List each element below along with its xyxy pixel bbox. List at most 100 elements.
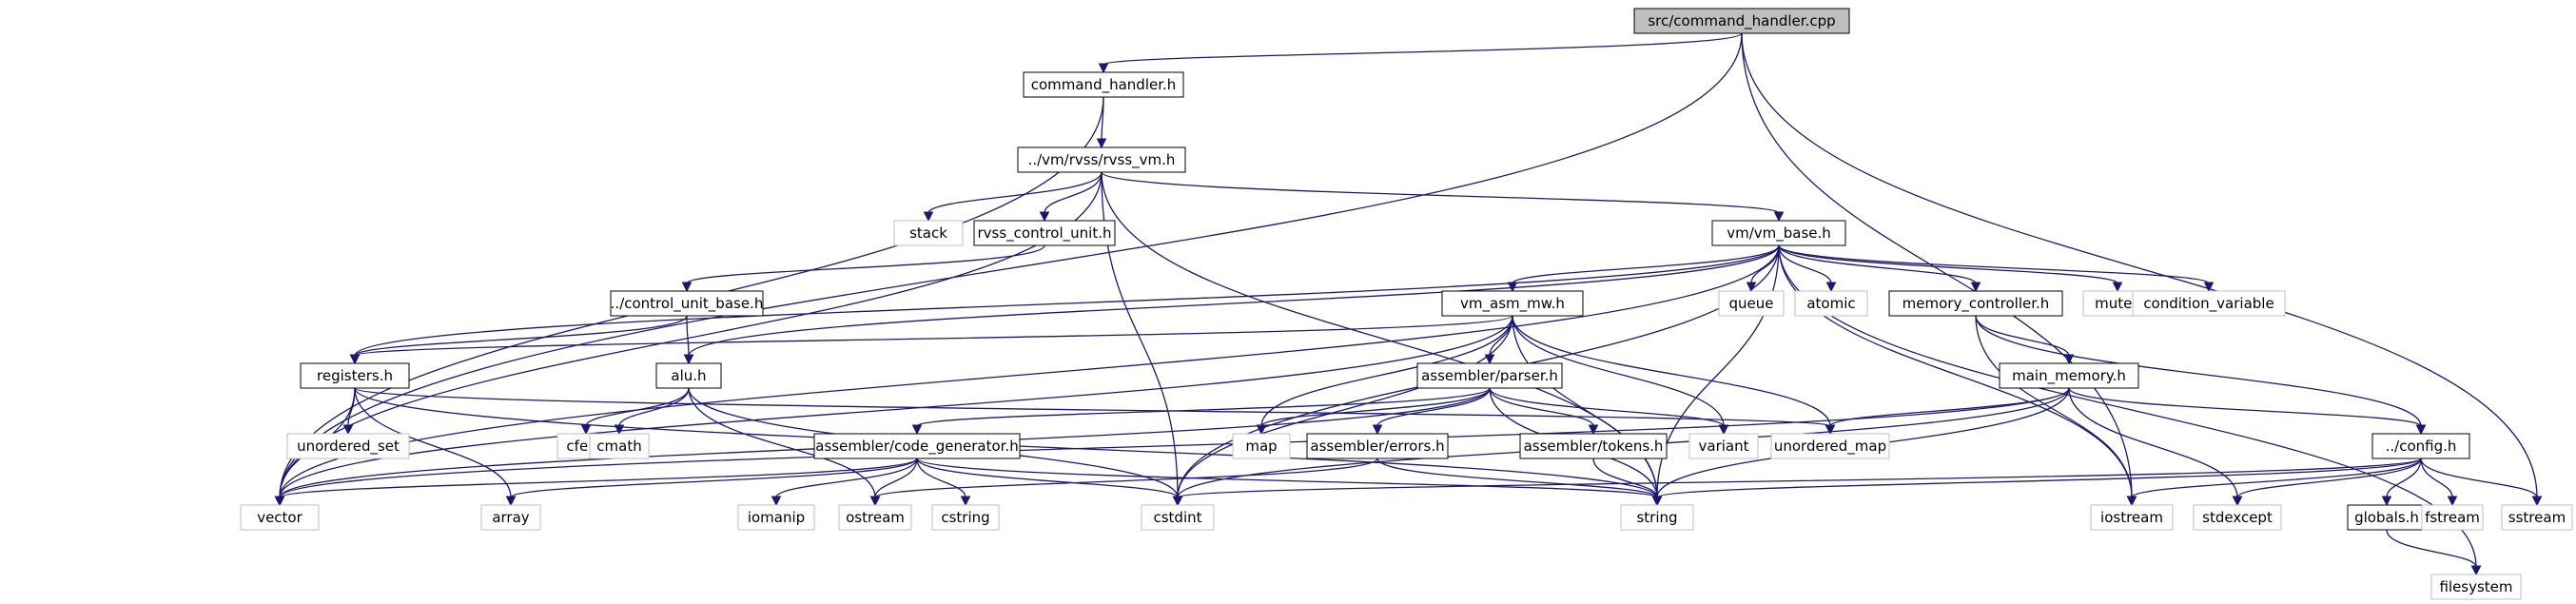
edge-line [1512, 315, 1831, 427]
node-fstream: fstream [2421, 504, 2484, 531]
node-memory-controller-h[interactable]: memory_controller.h [1888, 290, 2063, 317]
edge-mainmem-to-umap [1825, 387, 2070, 436]
node-registers-h[interactable]: registers.h [300, 362, 410, 389]
node-label: array [492, 509, 529, 526]
edge-line [2068, 387, 2422, 427]
node-label: unordered_set [297, 438, 400, 456]
node-label: atomic [1806, 295, 1855, 312]
edge-arrowhead [2415, 424, 2427, 436]
edge-line [510, 458, 918, 498]
node-label: sstream [2508, 509, 2566, 526]
node-box [1770, 433, 1890, 459]
edge-line [2386, 529, 2477, 568]
edge-line [354, 387, 512, 498]
edge-mainmem-to-stdexcept [2068, 387, 2243, 507]
node-vm-asm-mw-h[interactable]: vm_asm_mw.h [1441, 290, 1584, 317]
edge-line [1975, 315, 2070, 357]
edge-arrowhead [1718, 424, 1729, 436]
edge-arrowhead [1746, 282, 1757, 293]
edge-arrowhead [614, 424, 625, 436]
node-box [838, 504, 912, 531]
edge-line [354, 315, 1513, 357]
node-box [1023, 71, 1184, 98]
node-main-memory-h[interactable]: main_memory.h [1999, 362, 2139, 389]
edge-alu-to-cfenv [580, 387, 690, 436]
node-box [1232, 433, 1291, 459]
node-box [1620, 504, 1694, 531]
edge-line [927, 171, 1103, 214]
node-stack: stack [893, 220, 964, 246]
edge-line [1512, 315, 1658, 498]
node-box [2193, 504, 2282, 531]
node-assembler-code-generator-h[interactable]: assembler/code_generator.h [813, 433, 1021, 459]
edge-line [1656, 458, 2422, 498]
edge-arrowhead [1773, 211, 1785, 223]
node-config-h[interactable]: ../config.h [2371, 433, 2470, 459]
node-box [1306, 433, 1449, 459]
edge-vmbase-to-mutex [1778, 244, 2123, 293]
edge-line [1177, 458, 2422, 498]
edge-line [1376, 458, 1658, 498]
node-command-handler-h[interactable]: command_handler.h [1023, 71, 1184, 98]
node-label: registers.h [317, 367, 393, 384]
edge-vmbase-to-vmasm [1507, 244, 1780, 293]
edge-line [916, 458, 1658, 498]
edge-mainmem-to-config [2068, 387, 2427, 436]
node-label: variant [1699, 438, 1749, 455]
edge-line [1741, 32, 2538, 498]
node-label: iomanip [748, 509, 805, 526]
edge-arrowhead [349, 354, 361, 365]
edge-arrowhead [683, 354, 694, 365]
edge-globals-to-filesystem [2386, 529, 2482, 576]
edge-line [1778, 244, 1832, 284]
node-map: map [1232, 433, 1291, 459]
edge-vmasm-to-string [1512, 315, 1663, 507]
node-condition-variable: condition_variable [2132, 290, 2286, 317]
edge-line [1103, 32, 1743, 66]
node-iostream: iostream [2090, 504, 2174, 531]
node-globals-h[interactable]: globals.h [2347, 504, 2427, 531]
node-box [737, 504, 815, 531]
edge-root-to-ch [1098, 32, 1743, 74]
node-alu-h[interactable]: alu.h [655, 362, 722, 389]
edge-line [2131, 458, 2422, 498]
node-vm-rvss-rvss-vm-h[interactable]: ../vm/rvss/rvss_vm.h [1017, 146, 1186, 173]
edge-arrowhead [1098, 63, 1109, 74]
node-string: string [1620, 504, 1694, 531]
edge-line [688, 387, 876, 498]
edge-line [279, 387, 2070, 498]
edge-config-to-iostream [2126, 458, 2422, 507]
edge-line [916, 387, 1491, 427]
node-box [1633, 8, 1850, 34]
node-assembler-tokens-h[interactable]: assembler/tokens.h [1519, 433, 1668, 459]
edge-line [686, 315, 690, 357]
node-box [480, 504, 541, 531]
node-assembler-errors-h[interactable]: assembler/errors.h [1306, 433, 1449, 459]
edge-arrowhead [274, 496, 285, 507]
node-cmath: cmath [589, 433, 650, 459]
node-label: ../config.h [2386, 438, 2457, 455]
edge-arrowhead [505, 496, 517, 507]
edge-line [1489, 387, 1725, 427]
edge-arrowhead [771, 496, 782, 507]
node-box [1441, 290, 1584, 317]
node-assembler-parser-h[interactable]: assembler/parser.h [1416, 362, 1563, 389]
edge-line [279, 458, 918, 498]
node-box [973, 220, 1116, 246]
edge-cub-to-regs [349, 315, 688, 365]
node-ostream: ostream [838, 504, 912, 531]
node-filesystem: filesystem [2430, 574, 2522, 600]
node-rvss-control-unit-h[interactable]: rvss_control_unit.h [973, 220, 1116, 246]
node-control-unit-base-h[interactable]: ../control_unit_base.h [610, 290, 764, 317]
node-vm-vm-base-h[interactable]: vm/vm_base.h [1711, 220, 1846, 246]
edge-rvss-to-rcu [1039, 171, 1103, 223]
edge-vmbase-to-atomic [1778, 244, 1837, 293]
edge-line [1975, 315, 2133, 498]
edge-line [2386, 458, 2422, 498]
node-src-command-handler-cpp[interactable]: src/command_handler.cpp [1633, 8, 1850, 34]
node-box [240, 504, 320, 531]
node-label: ../control_unit_base.h [611, 295, 764, 313]
node-label: assembler/tokens.h [1524, 438, 1664, 455]
node-box [1688, 433, 1759, 459]
edge-vmbase-to-condvar [1778, 244, 2215, 293]
